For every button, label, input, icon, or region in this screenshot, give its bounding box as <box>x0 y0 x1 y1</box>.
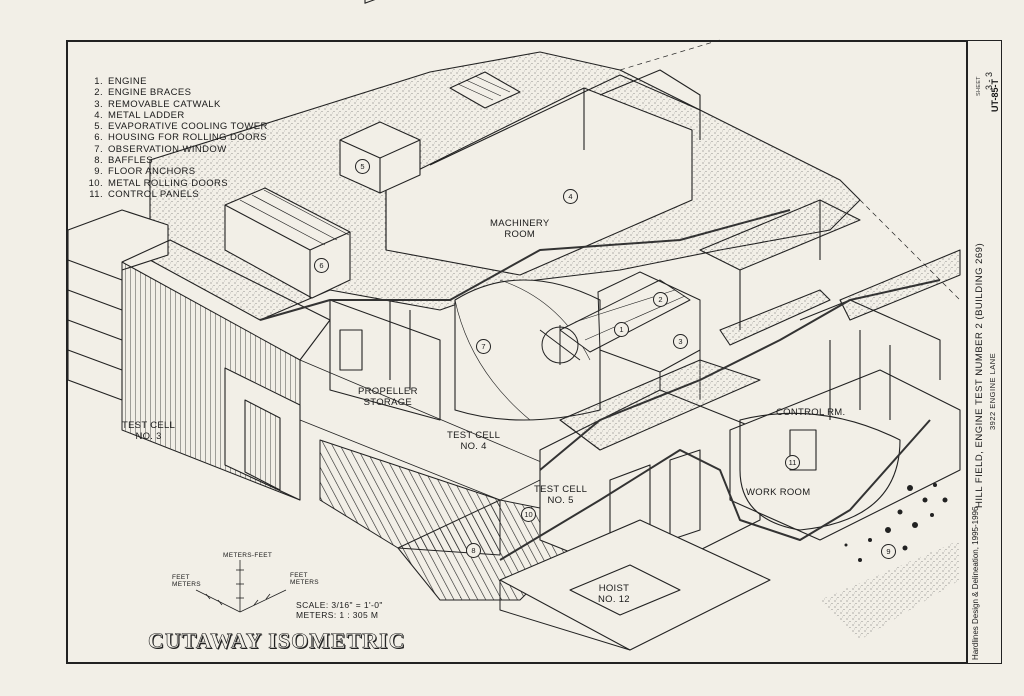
callout-10: 10 <box>521 507 536 522</box>
legend-item: 10.METAL ROLLING DOORS <box>88 177 229 189</box>
callout-8: 8 <box>466 543 481 558</box>
test-cell-3-label: TEST CELL NO. 3 <box>122 420 176 442</box>
callout-3: 3 <box>673 334 688 349</box>
left-building <box>67 209 169 401</box>
legend-item: 3.REMOVABLE CATWALK <box>94 98 221 110</box>
title-block-delineation: Hardlines Design & Delineation, 1995-199… <box>971 506 980 660</box>
title-block-address: 3922 ENGINE LANE <box>988 352 997 430</box>
drawing-frame <box>66 40 968 664</box>
callout-5: 5 <box>355 159 370 174</box>
test-cell-4-label: TEST CELL NO. 4 <box>447 430 501 452</box>
test-cell-5-label: TEST CELL NO. 5 <box>534 484 588 506</box>
hoist <box>499 519 771 651</box>
title-block <box>968 40 1002 664</box>
callout-4: 4 <box>563 189 578 204</box>
legend-item: 2.ENGINE BRACES <box>94 87 192 99</box>
callout-11: 11 <box>785 455 800 470</box>
callout-2: 2 <box>653 292 668 307</box>
scale-meters-feet: METERS-FEET <box>223 552 273 559</box>
scale-text: SCALE: 3/16" = 1'-0" METERS: 1 : 305 M <box>296 600 383 620</box>
legend-item: 1.ENGINE <box>94 76 147 87</box>
control-room <box>729 369 961 541</box>
callout-6: 6 <box>314 258 329 273</box>
legend-item: 4.METAL LADDER <box>94 109 185 121</box>
legend-item: 8.BAFFLES <box>94 155 154 167</box>
machinery-room-label: MACHINERY ROOM <box>490 218 550 240</box>
legend-item: 5.EVAPORATIVE COOLING TOWER <box>94 121 268 133</box>
scale-feet-meters-right: FEET METERS <box>290 572 319 586</box>
hoist-label: HOIST NO. 12 <box>598 583 630 605</box>
floor-anchors <box>844 483 948 562</box>
scale-diagram <box>195 560 287 613</box>
scale-feet-meters-left: FEET METERS <box>172 574 201 588</box>
title-block-sheet-label: SHEET <box>976 76 982 96</box>
title-block-record-id: UT-85-T <box>990 78 1000 112</box>
callout-7: 7 <box>476 339 491 354</box>
drawing-title: CUTAWAY ISOMETRIC <box>148 628 406 654</box>
control-room-label: CONTROL RM. <box>776 407 846 418</box>
callout-9: 9 <box>881 544 896 559</box>
propeller-storage-label: PROPELLER STORAGE <box>358 386 418 408</box>
legend-item: 6.HOUSING FOR ROLLING DOORS <box>94 132 267 144</box>
legend-item: 11.CONTROL PANELS <box>89 188 200 200</box>
legend-item: 7.OBSERVATION WINDOW <box>94 143 227 155</box>
legend-list: 1.ENGINE 2.ENGINE BRACES 3.REMOVABLE CAT… <box>88 76 268 200</box>
work-room-label: WORK ROOM <box>746 487 811 498</box>
callout-1: 1 <box>614 322 629 337</box>
legend-item: 9.FLOOR ANCHORS <box>94 166 196 178</box>
title-block-main: HILL FIELD, ENGINE TEST NUMBER 2 (BUILDI… <box>974 242 985 508</box>
